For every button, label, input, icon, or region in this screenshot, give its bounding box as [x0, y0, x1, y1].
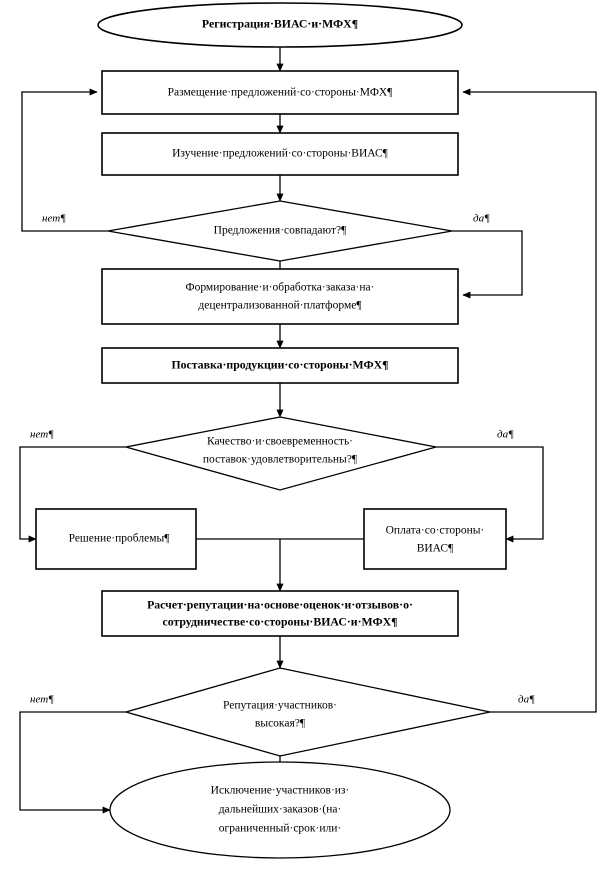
branch-label-match-yes: да¶: [473, 213, 490, 225]
connector-reputation-no-to-exclusion: [19, 711, 126, 814]
node-reputation-label-line2: сотрудничестве·со·стороны·ВИАС·и·МФХ¶: [162, 615, 397, 629]
node-exclusion-label-line1: Исключение·участников·из·: [211, 785, 350, 797]
node-study-label: Изучение·предложений·со·стороны·ВИАС¶: [172, 148, 389, 160]
branch-label-match-no: нет¶: [42, 213, 66, 225]
node-problem[interactable]: [35, 508, 197, 570]
node-placement[interactable]: [101, 70, 459, 115]
node-decision-match-label: Предложения·совпадают?¶: [214, 225, 347, 237]
node-start[interactable]: [97, 2, 463, 48]
branch-label-quality-yes: да¶: [497, 429, 514, 441]
node-delivery-label: Поставка·продукции·со·стороны·МФХ¶: [171, 358, 388, 372]
node-study[interactable]: [101, 132, 459, 176]
node-decision-match[interactable]: [107, 200, 453, 262]
node-delivery[interactable]: [101, 347, 459, 384]
branch-label-quality-no: нет¶: [30, 429, 54, 441]
node-problem-label: Решение·проблемы¶: [69, 533, 171, 545]
node-reputation-label-line1: Расчет·репутации·на·основе·оценок·и·отзы…: [147, 598, 413, 612]
node-payment-label-line1: Оплата·со·стороны·: [386, 525, 485, 537]
node-decision-reputation[interactable]: [123, 667, 491, 757]
node-exclusion[interactable]: [109, 761, 451, 859]
connector-match-yes-to-order: [452, 230, 523, 299]
node-decision-reputation-label-line1: Репутация·участников·: [223, 700, 337, 712]
node-payment-label-line2: ВИАС¶: [417, 543, 454, 555]
branch-label-reputation-no: нет¶: [30, 694, 54, 706]
node-decision-quality-label-line1: Качество·и·своевременность·: [207, 436, 353, 448]
node-order-label-line1: Формирование·и·обработка·заказа·на·: [186, 282, 375, 294]
node-order[interactable]: [101, 268, 459, 325]
node-order-label-line2: децентрализованной·платформе¶: [198, 300, 362, 312]
node-exclusion-label-line3: ограниченный·срок·или·: [219, 823, 341, 835]
branch-label-reputation-yes: да¶: [518, 694, 535, 706]
node-start-label: Регистрация·ВИАС·и·МФХ¶: [202, 17, 358, 31]
node-decision-quality[interactable]: [125, 416, 437, 491]
node-decision-reputation-label-line2: высокая?¶: [255, 718, 306, 730]
node-exclusion-label-line2: дальнейших·заказов·(на·: [219, 804, 342, 816]
connector-match-no-loop: [21, 88, 108, 232]
connector-reputation-yes-loop: [462, 88, 597, 713]
node-decision-quality-label-line2: поставок·удовлетворительны?¶: [203, 454, 358, 466]
node-reputation[interactable]: [101, 590, 459, 637]
connector-quality-yes-to-payment: [436, 446, 544, 543]
node-payment[interactable]: [363, 508, 507, 570]
node-placement-label: Размещение·предложений·со·стороны·МФХ¶: [168, 87, 394, 99]
connector-quality-no-to-problem: [19, 446, 126, 543]
